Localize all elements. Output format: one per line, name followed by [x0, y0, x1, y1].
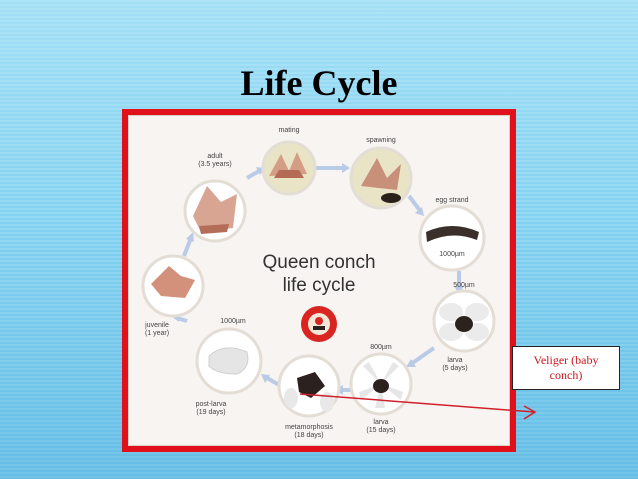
sublabel-larva-15-days: (15 days) [366, 427, 395, 434]
sublabel-post-larva: (19 days) [196, 409, 225, 416]
stage-juvenile: juvenile (1 year) [141, 254, 205, 337]
diagram-frame: mating spawning egg strand 1000µm [122, 109, 516, 452]
label-adult: adult [207, 153, 222, 160]
sublabel-juvenile: (1 year) [145, 330, 169, 337]
life-cycle-diagram: mating spawning egg strand 1000µm [128, 115, 510, 446]
sublabel-larva-5-days: (5 days) [442, 365, 467, 372]
label-metamorphosis: metamorphosis [285, 424, 333, 431]
stage-adult: adult (3.5 years) [183, 153, 247, 243]
scale-post-larva: 1000µm [220, 318, 246, 325]
stage-metamorphosis: metamorphosis (18 days) [277, 354, 341, 439]
veliger-callout: Veliger (baby conch) [512, 346, 620, 390]
stage-mating: mating [261, 127, 317, 196]
stage-spawning: spawning [349, 137, 413, 210]
seafood-logo [301, 306, 337, 342]
cycle-arrows [176, 166, 461, 392]
label-mating: mating [278, 127, 299, 134]
label-egg-strand: egg strand [435, 197, 468, 204]
stage-larva-5-days: 500µm larva (5 days) [432, 282, 496, 372]
sublabel-metamorphosis: (18 days) [294, 432, 323, 439]
label-larva-5-days: larva [447, 357, 462, 364]
cycle-arrow-larva5-larva15 [409, 346, 436, 366]
label-larva-15-days: larva [373, 419, 388, 426]
scale-egg-strand: 1000µm [439, 251, 465, 258]
cycle-arrow-spawning-egg [407, 194, 423, 214]
center-title-line2: life cycle [283, 275, 356, 296]
label-spawning: spawning [366, 137, 396, 144]
label-juvenile: juvenile [144, 322, 169, 329]
sublabel-adult: (3.5 years) [198, 161, 231, 168]
scale-larva-15-days: 800µm [370, 344, 392, 351]
stage-egg-strand: egg strand 1000µm [418, 197, 486, 272]
cycle-arrow-juvenile-adult [182, 237, 193, 257]
cycle-arrow-adult-mating [245, 169, 261, 180]
center-title-line1: Queen conch [262, 252, 375, 273]
label-post-larva: post-larva [196, 401, 227, 408]
stage-post-larva: 1000µm post-larva (19 days) [195, 318, 263, 416]
life-cycle-svg: mating spawning egg strand 1000µm [141, 127, 496, 439]
stage-larva-15-days: 800µm larva (15 days) [349, 344, 413, 434]
slide-title: Life Cycle [240, 63, 398, 103]
scale-larva-5-days: 500µm [453, 282, 475, 289]
